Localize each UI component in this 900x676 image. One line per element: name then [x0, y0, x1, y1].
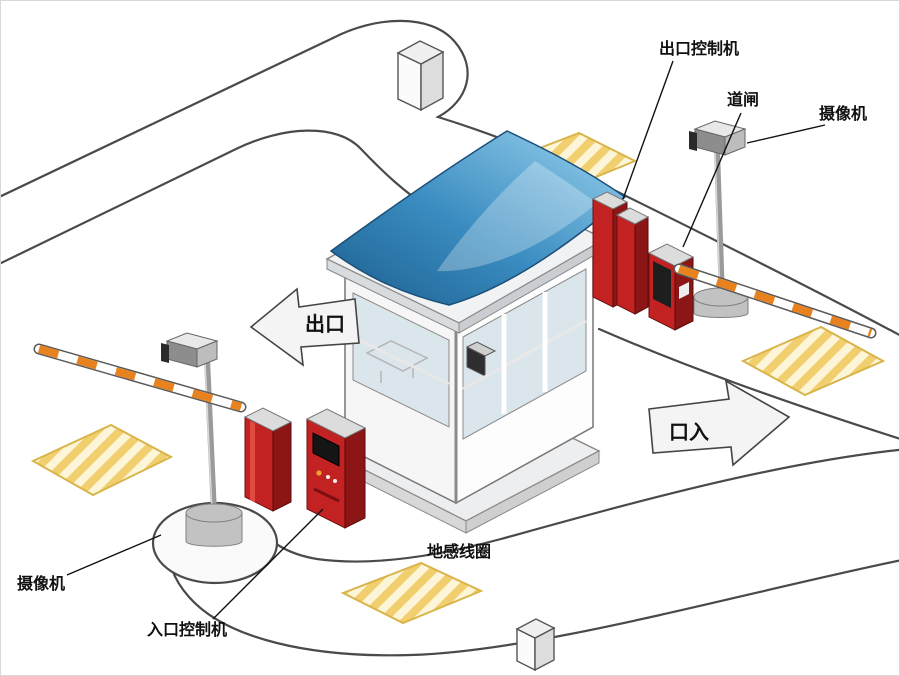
booth-window-rail-left [352, 335, 450, 386]
machine-screen [312, 432, 340, 467]
machine-top [305, 408, 367, 439]
cabinet-top [647, 243, 695, 267]
barrier-gate-right [647, 243, 877, 339]
camera-pole-left-highlight [204, 360, 213, 512]
camera-right [689, 120, 747, 156]
camera-pole-left [204, 356, 217, 516]
leader-entrance-controller [212, 508, 324, 620]
cabinet-stripe [250, 421, 255, 502]
ground-loop-middle [340, 561, 484, 625]
arm-stripes [677, 265, 873, 337]
machine-button-1 [326, 475, 330, 479]
ground-loop-left [30, 423, 174, 497]
label-barrier-gate: 道闸 [727, 90, 759, 109]
exit-direction-arrow: 出口 [249, 287, 360, 367]
leader-camera-right [746, 124, 826, 144]
slab1-top [591, 191, 629, 210]
road-edge-upper-left [1, 36, 335, 198]
camera-side [196, 340, 218, 368]
bollard-bottom [515, 618, 556, 672]
camera-lens-icon [161, 343, 169, 363]
barrier-arm [33, 343, 247, 413]
bollard-top [396, 40, 445, 112]
leader-camera-left [66, 534, 162, 576]
label-entrance-controller: 入口控制机 [147, 620, 227, 639]
machine-side [344, 427, 366, 529]
interior-desk [365, 340, 429, 372]
label-camera-left: 摄像机 [17, 574, 65, 593]
leader-exit-controller [622, 60, 674, 200]
leader-barrier-gate [682, 112, 742, 248]
label-exit-controller: 出口控制机 [659, 39, 739, 58]
booth-interior [365, 340, 497, 383]
machine-button-2 [333, 479, 337, 483]
entrance-arrow-shape [648, 379, 791, 467]
road-edge-right-lower [597, 327, 899, 440]
road-edge-bottom-outer [166, 539, 899, 657]
entrance-controller-machine [305, 408, 367, 529]
slab2-front [616, 214, 636, 315]
road-edge-bottom-inner [257, 448, 899, 563]
camera-base-left-top [185, 503, 243, 523]
entrance-arrow-text: 口入 [669, 421, 709, 444]
camera-pole-right-highlight [714, 152, 721, 296]
exit-arrow-shape [249, 287, 360, 367]
label-camera-right: 摄像机 [819, 104, 867, 123]
arm-stripes [37, 345, 243, 411]
label-ground-loop: 地感线圈 [427, 542, 491, 561]
slab2-top [615, 207, 650, 225]
bollard-cap [396, 40, 445, 65]
exit-lane-equipment [591, 120, 877, 339]
entrance-lane-equipment [33, 332, 367, 547]
cabinet-top [243, 407, 293, 432]
booth-base-skirt-right [465, 450, 600, 534]
cabinet-label-patch [679, 282, 689, 299]
interior-monitor-top [465, 341, 497, 357]
camera-lens-icon [689, 131, 697, 151]
barrier-arm [673, 263, 877, 339]
road [1, 19, 899, 657]
machine-ticket-slot [313, 487, 340, 503]
callouts: 出口控制机 道闸 摄像机 摄像机 入口控制机 地感线圈 [17, 39, 867, 639]
booth-window-rail-right [462, 319, 587, 391]
interior-desk-leg [380, 367, 414, 383]
slab2-side [634, 216, 649, 315]
cabinet-side [272, 421, 292, 512]
road-edge-hairpin-outer [331, 19, 899, 336]
cabinet-front [244, 416, 274, 512]
booth-canopy-sheen [437, 161, 597, 272]
cabinet-panel [653, 261, 671, 308]
machine-indicator-light [316, 470, 322, 476]
ground-loop-right [740, 325, 886, 397]
guard-booth [325, 130, 627, 534]
bollard-cap [515, 618, 556, 639]
exit-arrow-text: 出口 [305, 313, 345, 336]
road-edge-hairpin-inner [1, 129, 435, 265]
slab1-front [592, 198, 614, 308]
camera-left [161, 332, 219, 368]
entrance-direction-arrow: 口入 [648, 379, 791, 467]
booth-canopy [329, 130, 627, 306]
exit-controller-machine [591, 191, 650, 315]
barrier-gate-left [243, 407, 293, 512]
